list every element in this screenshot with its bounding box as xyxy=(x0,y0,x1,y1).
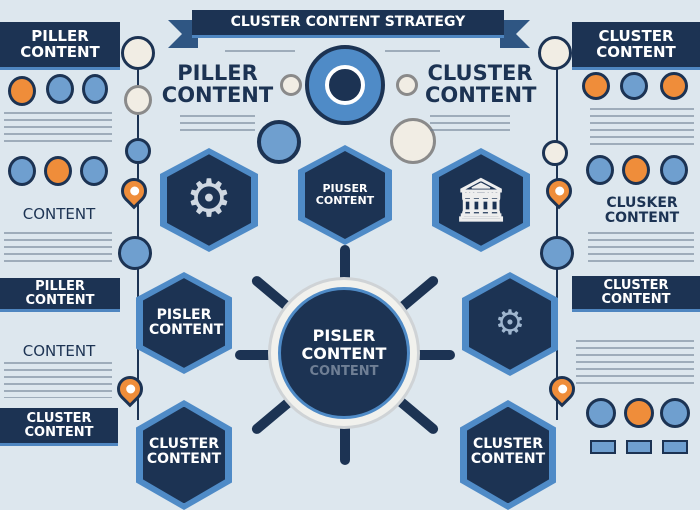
circle-icon xyxy=(540,236,574,270)
label-content: CONTENT xyxy=(22,342,96,360)
text-block xyxy=(225,50,295,54)
heading-cluster-content: CLUSTER CONTENT xyxy=(425,61,537,108)
location-pin-icon xyxy=(111,370,149,408)
coin-icon xyxy=(280,74,302,96)
banner-piller-content: PILLER CONTENT xyxy=(0,22,120,70)
banner-cluster-content-right: CLUSTER CONTENT xyxy=(572,276,700,312)
gear-icon: ⚙ xyxy=(185,169,233,230)
user-icon xyxy=(586,155,614,185)
question-icon xyxy=(624,398,654,428)
screen-icon xyxy=(626,440,652,454)
refresh-icon xyxy=(586,398,616,428)
link-icon xyxy=(622,155,650,185)
ribbon-tail xyxy=(168,20,198,48)
text-block xyxy=(576,340,694,388)
calendar-icon xyxy=(125,138,151,164)
ribbon-tail xyxy=(500,20,530,48)
text-block xyxy=(180,115,255,135)
target-icon xyxy=(325,65,365,105)
text-block xyxy=(4,112,112,146)
pillars-icon: 🏛 xyxy=(454,174,508,224)
banner-piller-content-left: PILLER CONTENT xyxy=(0,278,120,312)
location-pin-icon xyxy=(115,172,153,210)
label-content: CONTENT xyxy=(22,205,96,223)
circle-icon xyxy=(118,236,152,270)
lightbulb-icon xyxy=(538,36,572,70)
text-block xyxy=(430,115,510,135)
hex-label: CLUSTER CONTENT xyxy=(470,435,546,467)
banner-cluster-content: CLUSTER CONTENT xyxy=(572,22,700,70)
hex-mid-left: PISLER CONTENT xyxy=(136,272,232,374)
label-clusker-content: CLUSKER CONTENT xyxy=(604,195,680,226)
screen-icon xyxy=(662,440,688,454)
lightbulb-icon xyxy=(124,85,152,115)
text-block xyxy=(590,108,694,148)
list-icon xyxy=(44,156,72,186)
page-title: CLUSTER CONTENT STRATEGY xyxy=(192,10,504,38)
scissors-icon xyxy=(257,120,301,164)
heading-piller-content: PILLER CONTENT xyxy=(161,61,274,108)
hex-mid-right: ⚙ xyxy=(462,272,558,376)
hub-subtitle: CONTENT xyxy=(309,364,379,380)
lightbulb-icon xyxy=(121,36,155,70)
location-pin-icon xyxy=(543,370,581,408)
location-pin-icon xyxy=(540,172,578,210)
text-block xyxy=(588,232,694,262)
hex-pillars: 🏛 xyxy=(432,148,530,252)
circle-icon xyxy=(542,140,568,166)
machine-icon: ⚙ xyxy=(494,303,526,344)
hex-center-top: PIUSER CONTENT xyxy=(298,145,392,245)
image-icon xyxy=(620,72,648,100)
chart-icon xyxy=(8,156,36,186)
text-block xyxy=(385,50,440,54)
keyboard-icon xyxy=(80,156,108,186)
hex-label: PISLER CONTENT xyxy=(148,306,224,338)
badge-icon xyxy=(390,118,436,164)
hex-label: PIUSER CONTENT xyxy=(315,181,375,207)
hex-bottom-left: CLUSTER CONTENT xyxy=(136,400,232,510)
hub-title: PISLER CONTENT xyxy=(301,325,387,363)
network-icon xyxy=(660,398,690,428)
browser-icon xyxy=(46,74,74,104)
coin-icon xyxy=(396,74,418,96)
text-block xyxy=(4,362,112,398)
hub-inner: PISLER CONTENT CONTENT xyxy=(278,287,410,419)
device-icon xyxy=(82,74,108,104)
banner-cluster-content-left: CLUSTER CONTENT xyxy=(0,408,118,446)
pin-icon xyxy=(582,72,610,100)
hex-bottom-right: CLUSTER CONTENT xyxy=(460,400,556,510)
pin-icon xyxy=(660,72,688,100)
document-icon xyxy=(8,76,36,106)
document-icon xyxy=(660,155,688,185)
screen-icon xyxy=(590,440,616,454)
hex-gear: ⚙ xyxy=(160,148,258,252)
hex-label: CLUSTER CONTENT xyxy=(146,435,222,467)
text-block xyxy=(4,232,112,262)
